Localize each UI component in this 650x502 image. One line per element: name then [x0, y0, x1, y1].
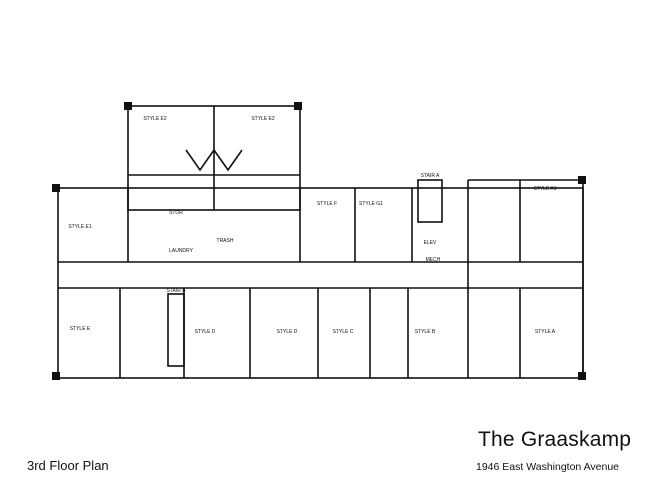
stair-b-outline	[167, 293, 185, 367]
label-stair-a: STAIR A	[421, 173, 440, 179]
main-body-outline	[57, 187, 584, 379]
label-style-c: STYLE C	[333, 329, 354, 335]
label-style-g1: STYLE G1	[359, 201, 383, 207]
label-style-a: STYLE A	[535, 329, 556, 335]
label-trash: TRASH	[217, 238, 234, 244]
label-storage: STOR	[169, 210, 183, 216]
label-style-b: STYLE B	[415, 329, 436, 335]
label-style-d-mid: STYLE D	[277, 329, 298, 335]
label-style-e2-right: STYLE E2	[251, 116, 275, 122]
label-style-e2-left: STYLE E2	[143, 116, 167, 122]
floor-label: 3rd Floor Plan	[27, 458, 109, 473]
label-style-d-left: STYLE D	[195, 329, 216, 335]
label-mech: MECH	[426, 257, 441, 263]
label-style-e: STYLE E	[70, 326, 91, 332]
label-elevator: ELEV	[424, 240, 437, 246]
label-laundry: LAUNDRY	[169, 248, 193, 254]
label-style-e1: STYLE E1	[68, 224, 92, 230]
stair-a-outline	[417, 179, 443, 223]
building-address: 1946 East Washington Avenue	[476, 461, 620, 473]
label-style-a1: STYLE A1	[533, 186, 556, 192]
building-name: The Graaskamp	[478, 428, 632, 451]
label-stair-b: STAIR B	[166, 288, 186, 294]
label-style-f: STYLE F	[317, 201, 337, 207]
